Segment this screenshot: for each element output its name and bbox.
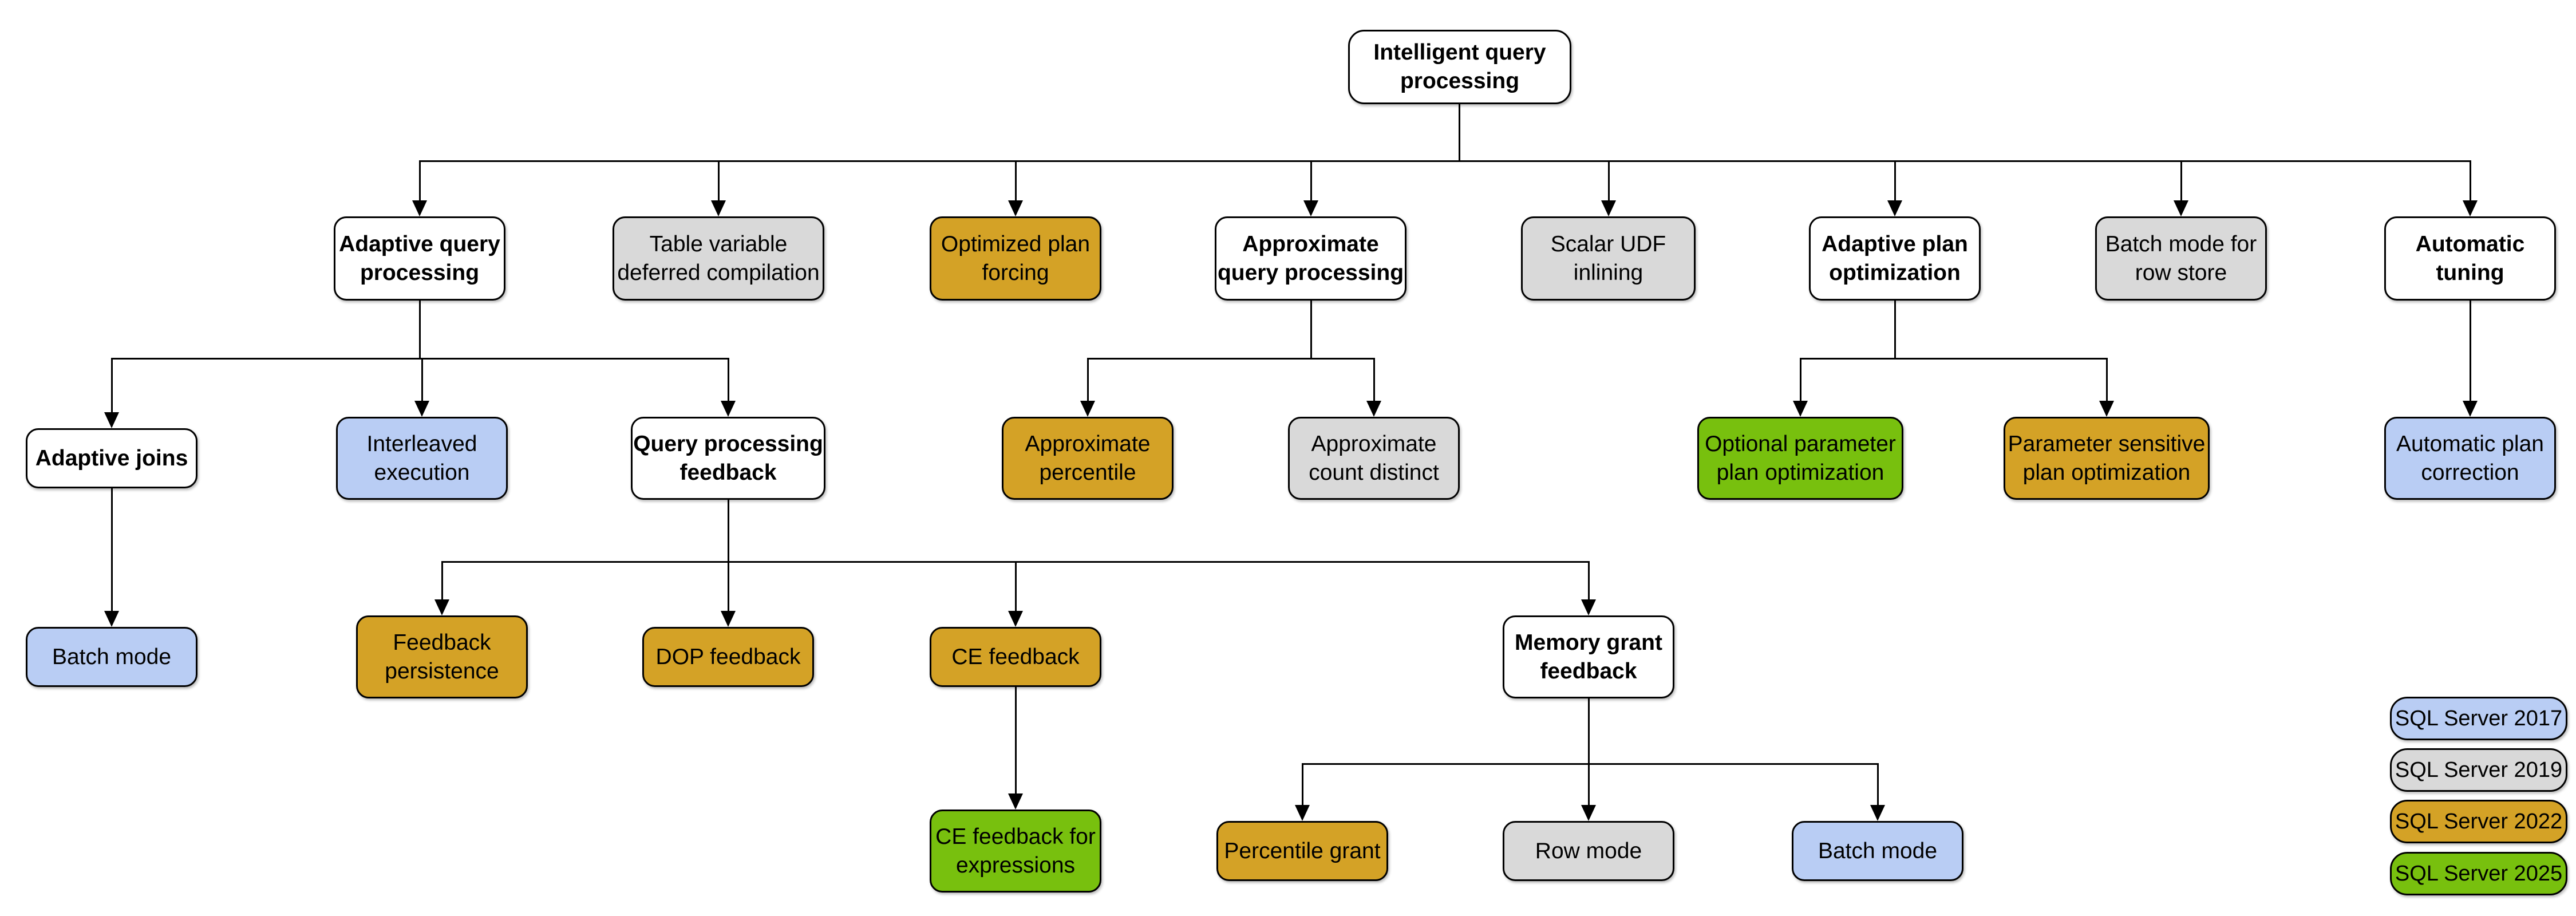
connector-stub-batch-mode-mgf (1877, 763, 1879, 806)
connector-stub-optional-parameter (1800, 358, 1801, 402)
connector-stub-approximate-count-distinct (1373, 358, 1375, 402)
node-intelligent-query-processing: Intelligent query processing (1348, 30, 1571, 104)
arrowhead-adaptive-plan-optimization (1887, 200, 1902, 216)
connector-bus-mgf-children (1302, 763, 1878, 765)
arrowhead-optional-parameter (1793, 401, 1808, 417)
node-parameter-sensitive-plan-optimization: Parameter sensitive plan optimization (2004, 417, 2210, 500)
arrowhead-adaptive-joins (104, 412, 119, 428)
connector-stub-adaptive-query-processing (419, 160, 421, 202)
node-feedback-persistence: Feedback persistence (356, 615, 528, 698)
node-row-mode: Row mode (1503, 821, 1674, 881)
connector-stub-batch-mode-aj (111, 488, 113, 612)
arrowhead-feedback-persistence (434, 599, 449, 615)
arrowhead-dop-feedback (721, 611, 736, 627)
connector-stub-dop-feedback (728, 561, 729, 612)
arrowhead-parameter-sensitive (2099, 401, 2114, 417)
arrowhead-memory-grant-feedback (1581, 599, 1596, 615)
connector-stub-approximate-query-processing (1310, 160, 1312, 202)
legend-sql-server-2025: SQL Server 2025 (2390, 852, 2567, 895)
connector-bus-approx-children (1088, 358, 1374, 360)
connector-bus-aqp-children (112, 358, 728, 360)
node-batch-mode-adaptive-joins: Batch mode (26, 627, 197, 687)
node-optimized-plan-forcing: Optimized plan forcing (930, 216, 1101, 301)
node-adaptive-plan-optimization: Adaptive plan optimization (1809, 216, 1981, 301)
connector-stub-optimized-plan-forcing (1015, 160, 1017, 202)
connector-stub-adaptive-plan-optimization (1894, 160, 1896, 202)
connector-stub-ce-feedback (1015, 561, 1017, 612)
connector-qpf-drop (728, 500, 729, 561)
arrowhead-adaptive-query-processing (412, 200, 427, 216)
node-optional-parameter-plan-optimization: Optional parameter plan optimization (1697, 417, 1903, 500)
connector-apo-drop (1894, 301, 1896, 358)
node-adaptive-query-processing: Adaptive query processing (334, 216, 505, 301)
node-scalar-udf-inlining: Scalar UDF inlining (1521, 216, 1696, 301)
connector-stub-feedback-persistence (441, 561, 443, 601)
arrowhead-automatic-plan-correction (2463, 401, 2478, 417)
arrowhead-automatic-tuning (2463, 200, 2478, 216)
node-automatic-tuning: Automatic tuning (2384, 216, 2556, 301)
connector-stub-automatic-tuning (2470, 160, 2471, 202)
connector-stub-batch-mode-row-store (2180, 160, 2182, 202)
node-adaptive-joins: Adaptive joins (26, 428, 197, 488)
connector-stub-adaptive-joins (111, 358, 113, 413)
node-batch-mode-for-row-store: Batch mode for row store (2095, 216, 2267, 301)
connector-bus-apo-children (1800, 358, 2107, 360)
connector-mgf-drop (1588, 698, 1590, 763)
node-batch-mode-memory-grant: Batch mode (1792, 821, 1963, 881)
connector-stub-memory-grant-feedback (1588, 561, 1590, 601)
node-dop-feedback: DOP feedback (642, 627, 814, 687)
connector-stub-percentile-grant (1302, 763, 1303, 806)
node-interleaved-execution: Interleaved execution (336, 417, 508, 500)
arrowhead-ce-feedback-expressions (1008, 793, 1023, 810)
node-query-processing-feedback: Query processing feedback (631, 417, 825, 500)
connector-stub-parameter-sensitive (2106, 358, 2108, 402)
legend-sql-server-2019: SQL Server 2019 (2390, 748, 2567, 792)
connector-stub-ce-feedback-expressions (1015, 687, 1017, 795)
node-ce-feedback-for-expressions: CE feedback for expressions (930, 810, 1101, 893)
arrowhead-approximate-percentile (1080, 401, 1095, 417)
node-automatic-plan-correction: Automatic plan correction (2384, 417, 2556, 500)
arrowhead-interleaved-execution (414, 401, 429, 417)
connector-stub-table-variable (718, 160, 720, 202)
node-memory-grant-feedback: Memory grant feedback (1503, 615, 1674, 698)
node-ce-feedback: CE feedback (930, 627, 1101, 687)
node-table-variable-deferred-compilation: Table variable deferred compilation (613, 216, 824, 301)
arrowhead-optimized-plan-forcing (1008, 200, 1023, 216)
connector-stub-row-mode (1588, 763, 1590, 806)
connector-stub-scalar-udf-inlining (1608, 160, 1610, 202)
arrowhead-batch-mode-row-store (2174, 200, 2188, 216)
connector-stub-interleaved-execution (421, 358, 423, 402)
arrowhead-approximate-count-distinct (1366, 401, 1381, 417)
arrowhead-batch-mode-aj (104, 611, 119, 627)
connector-stub-query-processing-feedback (728, 358, 729, 402)
connector-aqp-drop (419, 301, 421, 358)
arrowhead-scalar-udf-inlining (1601, 200, 1616, 216)
arrowhead-table-variable (711, 200, 726, 216)
arrowhead-batch-mode-mgf (1870, 805, 1885, 821)
node-approximate-percentile: Approximate percentile (1002, 417, 1174, 500)
arrowhead-row-mode (1581, 805, 1596, 821)
node-approximate-query-processing: Approximate query processing (1215, 216, 1406, 301)
connector-root-stub (1459, 104, 1460, 160)
node-percentile-grant: Percentile grant (1216, 821, 1388, 881)
arrowhead-query-processing-feedback (721, 401, 736, 417)
connector-stub-automatic-plan-correction (2470, 301, 2471, 402)
connector-approx-drop (1310, 301, 1312, 358)
node-approximate-count-distinct: Approximate count distinct (1288, 417, 1460, 500)
connector-bus-level2 (420, 160, 2470, 162)
arrowhead-approximate-query-processing (1303, 200, 1318, 216)
legend-sql-server-2022: SQL Server 2022 (2390, 800, 2567, 843)
arrowhead-ce-feedback (1008, 611, 1023, 627)
legend-sql-server-2017: SQL Server 2017 (2390, 697, 2567, 740)
arrowhead-percentile-grant (1295, 805, 1310, 821)
connector-stub-approximate-percentile (1087, 358, 1089, 402)
